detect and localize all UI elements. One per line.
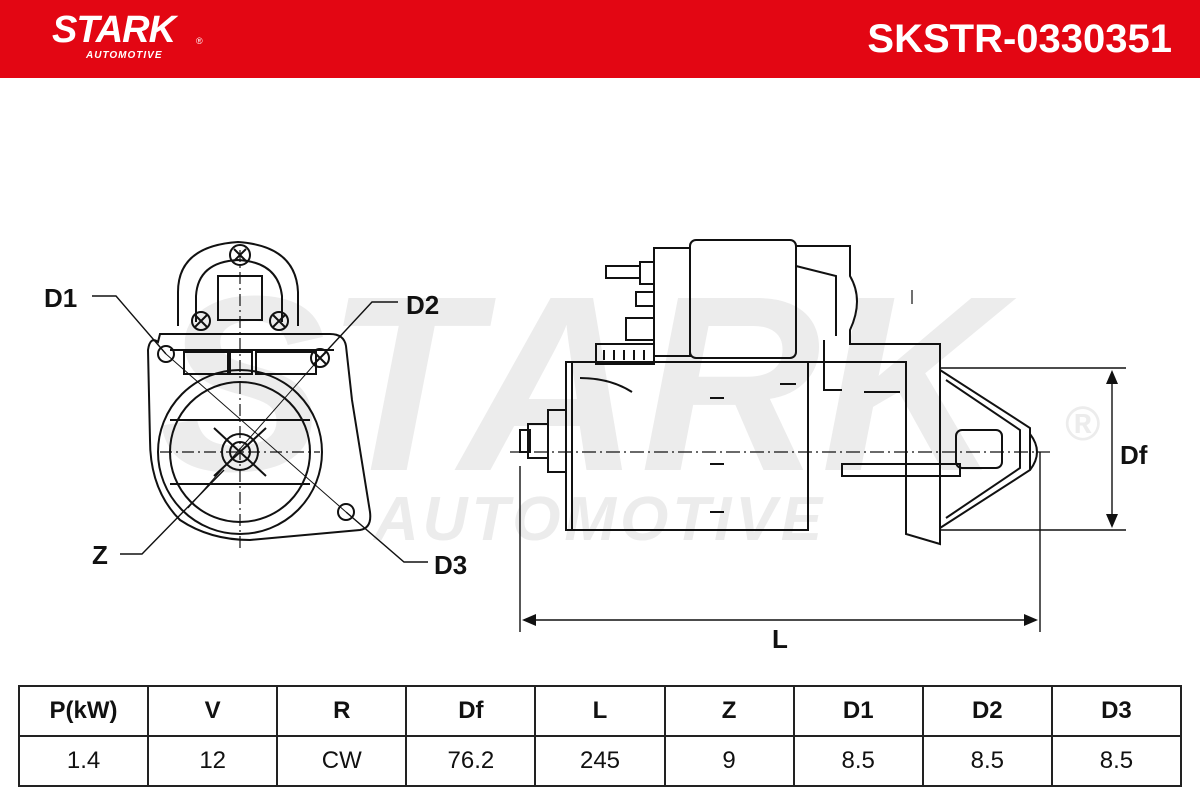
spec-header-length: L xyxy=(534,685,666,737)
watermark-reg: ® xyxy=(1064,398,1100,451)
spec-value-df: 76.2 xyxy=(405,735,537,787)
brand-name: STARK xyxy=(52,9,176,51)
spec-value-d1: 8.5 xyxy=(792,735,924,787)
label-l: L xyxy=(772,624,788,654)
front-view xyxy=(146,240,372,548)
spec-header-d3: D3 xyxy=(1050,685,1183,737)
spec-header-d1: D1 xyxy=(792,685,924,737)
hole-d1 xyxy=(157,345,175,363)
spec-value-d3: 8.5 xyxy=(1050,735,1183,787)
side-view xyxy=(510,239,1050,546)
hole-d3 xyxy=(337,503,355,521)
spec-header-teeth: Z xyxy=(663,685,795,737)
watermark-main: STARK xyxy=(159,244,1017,523)
spec-value-d2: 8.5 xyxy=(921,735,1053,787)
spec-table-value-row: 1.4 12 CW 76.2 245 9 8.5 8.5 8.5 xyxy=(17,735,1183,787)
spec-header-df: Df xyxy=(405,685,537,737)
label-d3: D3 xyxy=(434,550,468,580)
screw-left xyxy=(191,311,211,331)
spec-header-power: P(kW) xyxy=(17,685,150,737)
technical-drawing: STARK AUTOMOTIVE ® xyxy=(92,239,1126,632)
label-d1: D1 xyxy=(44,283,78,313)
spec-header-d2: D2 xyxy=(921,685,1053,737)
watermark-sub: AUTOMOTIVE xyxy=(372,485,826,554)
spec-header-rotation: R xyxy=(276,685,408,737)
label-df: Df xyxy=(1120,440,1148,470)
brand-logo: STARK AUTOMOTIVE xyxy=(52,9,176,62)
spec-value-teeth: 9 xyxy=(663,735,795,787)
screw-right xyxy=(269,311,289,331)
brand-subtitle: AUTOMOTIVE xyxy=(86,50,163,61)
dimensions xyxy=(519,367,1126,632)
spec-value-length: 245 xyxy=(534,735,666,787)
label-z: Z xyxy=(92,540,108,570)
label-d2: D2 xyxy=(406,290,440,320)
spec-value-power: 1.4 xyxy=(17,735,150,787)
spec-table-header-row: P(kW) V R Df L Z D1 D2 D3 xyxy=(17,685,1183,737)
spec-value-rotation: CW xyxy=(276,735,408,787)
header-banner xyxy=(0,0,1200,78)
spec-value-voltage: 12 xyxy=(147,735,279,787)
spec-header-voltage: V xyxy=(147,685,279,737)
brand-registered-mark: ® xyxy=(196,36,203,46)
screw-top xyxy=(229,244,251,266)
hole-d2 xyxy=(310,348,330,368)
part-number: SKSTR-0330351 xyxy=(867,17,1172,61)
spec-table: P(kW) V R Df L Z D1 D2 D3 1.4 12 CW 76.2… xyxy=(17,685,1183,787)
leader-lines xyxy=(92,295,428,563)
header-background xyxy=(0,0,1200,78)
